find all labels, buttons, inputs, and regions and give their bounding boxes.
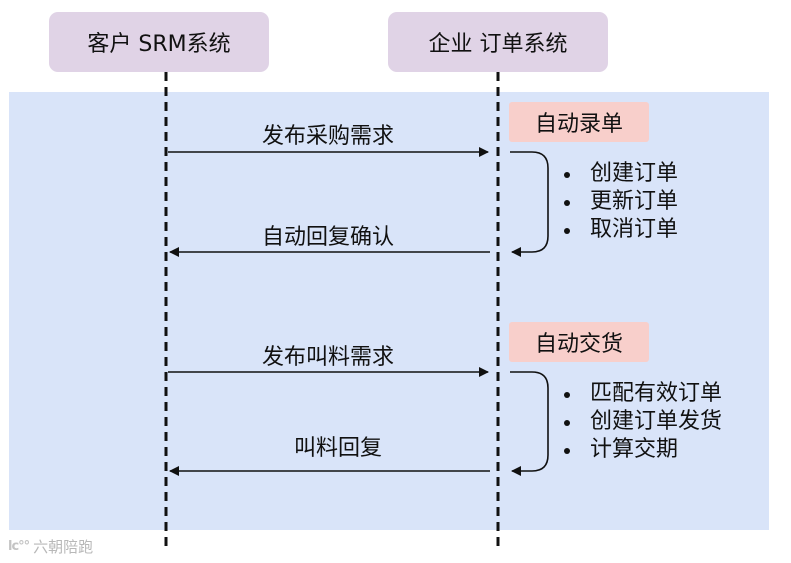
- process-steps-2: 匹配有效订单 创建订单发货 计算交期: [562, 380, 722, 464]
- message-request-1: 发布采购需求: [261, 124, 395, 149]
- list-item: 匹配有效订单: [562, 380, 722, 408]
- list-item: 创建订单发货: [562, 408, 722, 436]
- message-response-1: 自动回复确认: [261, 225, 395, 250]
- process-tag-2: 自动交货: [509, 322, 649, 362]
- list-item: 取消订单: [562, 216, 678, 244]
- watermark-text: 六朝陪跑: [33, 538, 94, 556]
- list-item: 计算交期: [562, 436, 722, 464]
- watermark: lc°° 六朝陪跑: [8, 536, 93, 557]
- self-loop-2: [510, 371, 549, 476]
- message-request-2: 发布叫料需求: [261, 345, 395, 370]
- message-response-2: 叫料回复: [293, 436, 383, 461]
- list-item: 更新订单: [562, 188, 678, 216]
- process-steps-1: 创建订单 更新订单 取消订单: [562, 160, 678, 244]
- list-item: 创建订单: [562, 160, 678, 188]
- self-loop-1: [510, 151, 549, 257]
- participant-enterprise-order-system: 企业 订单系统: [388, 12, 608, 72]
- interaction-area: [9, 92, 769, 530]
- participant-customer-srm: 客户 SRM系统: [49, 12, 269, 72]
- process-tag-1: 自动录单: [509, 102, 649, 142]
- watermark-logo-icon: lc°°: [8, 539, 30, 554]
